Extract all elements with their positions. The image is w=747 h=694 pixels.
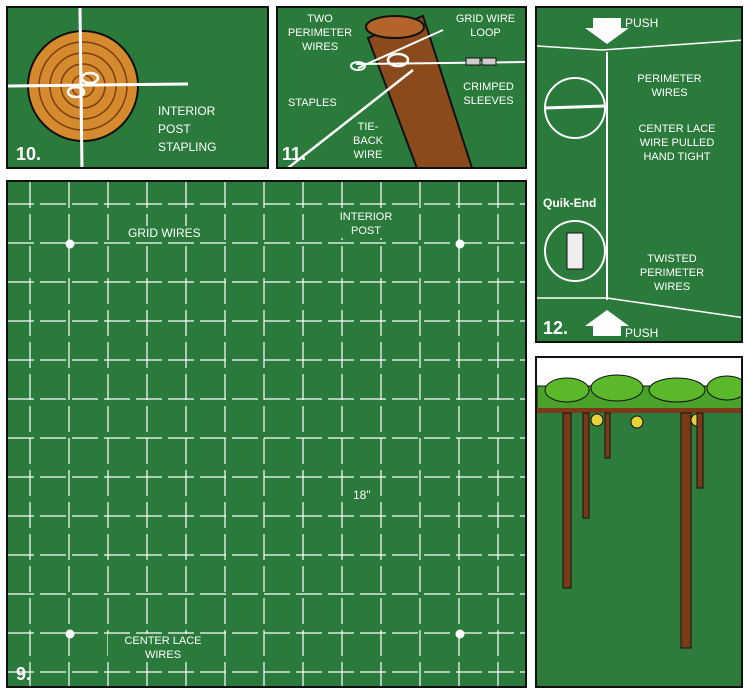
panel-number: 9. — [16, 664, 32, 684]
panel-number: 12. — [543, 318, 569, 338]
label-twisted-perimeter-wires: TWISTED PERIMETER WIRES — [639, 253, 705, 293]
end-post-illustration — [287, 14, 525, 167]
grid-wire-illustration — [8, 182, 525, 686]
label-grid-wires: GRID WIRES — [126, 226, 203, 240]
canopy-illustration — [537, 358, 741, 649]
label-push-bottom: PUSH — [625, 326, 659, 340]
label-center-lace-wires: CENTER LACE WIRES — [108, 634, 218, 662]
panel-9-grid-layout: 9. GRID WIRES INTERIOR POST 18" CENTER L… — [6, 180, 527, 688]
label-center-lace-wire: CENTER LACE WIRE PULLED HAND TIGHT — [638, 123, 716, 163]
interior-post-marker — [65, 239, 75, 249]
label-staples: STAPLES — [288, 97, 337, 109]
label-interior-post: INTERIOR POST — [326, 210, 406, 238]
interior-post-marker — [455, 239, 465, 249]
panel-10-interior-post-stapling: 10. INTERIOR POST STAPLING — [6, 6, 269, 169]
label-perimeter-wires: PERIMETER WIRES — [637, 73, 702, 99]
interior-post-marker — [455, 629, 465, 639]
label-spacing: 18" — [350, 488, 374, 502]
panel-vineyard-canopy — [535, 356, 743, 688]
label-quik-end: Quik-End — [543, 196, 597, 210]
caption-line-2: POST — [158, 122, 191, 136]
interior-post-marker — [65, 629, 75, 639]
label-push-top: PUSH — [625, 16, 659, 30]
panel-12-center-lace-wire: 12. PUSH PUSH PERIMETER WIRES CENTER LAC… — [535, 6, 743, 343]
label-grid-wire-loop: GRID WIRE LOOP — [455, 13, 516, 39]
panel-number: 11. — [282, 144, 307, 164]
caption-line-1: INTERIOR — [158, 104, 216, 118]
post-top-illustration — [8, 8, 189, 167]
caption-line-3: STAPLING — [158, 140, 217, 154]
lace-wire-illustration — [537, 18, 741, 336]
label-crimped-sleeves: CRIMPED SLEEVES — [463, 81, 514, 107]
label-tie-back-wire: TIE-BACK WIRE — [353, 121, 383, 161]
label-two-perimeter-wires: TWO PERIMETER WIRES — [287, 13, 353, 53]
panel-number: 10. — [16, 144, 42, 164]
panel-11-perimeter-post: 11. TWO PERIMETER WIRES GRID WIRE LOOP S… — [276, 6, 527, 169]
